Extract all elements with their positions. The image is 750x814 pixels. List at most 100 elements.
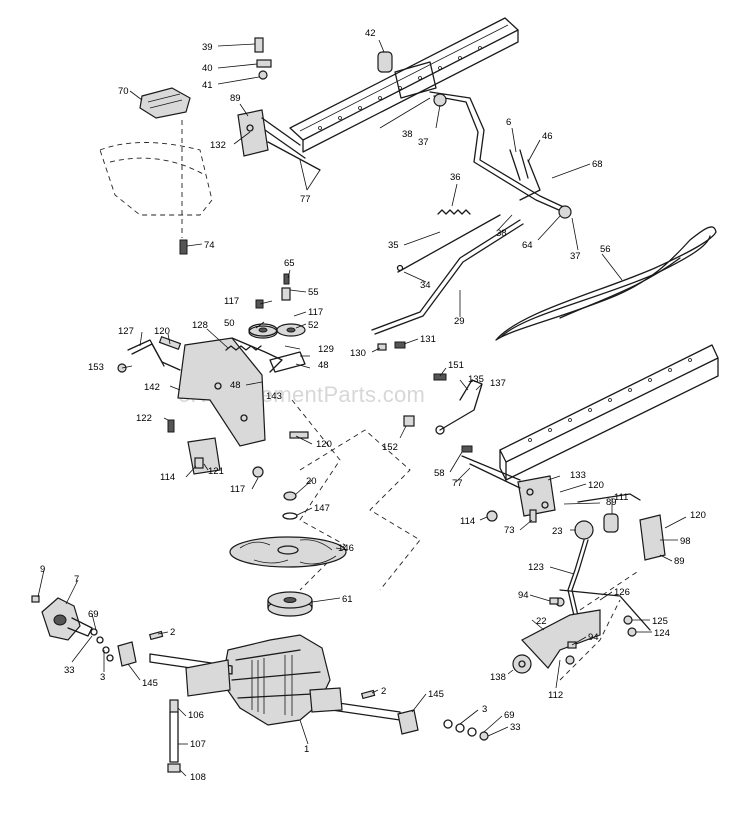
- callout: 2: [381, 686, 386, 697]
- cooling-fan-146: [229, 536, 347, 568]
- axle-washers-right: [443, 719, 489, 741]
- callout: 6: [506, 117, 511, 128]
- callout: 145: [428, 689, 444, 700]
- callout: 127: [118, 326, 134, 337]
- idler-pulley-50: [248, 273, 306, 339]
- callout: 117: [224, 296, 239, 307]
- callout: 142: [144, 382, 160, 393]
- top-frame-rail: [289, 17, 519, 153]
- axle-bracket-145-left: [117, 641, 137, 667]
- wheel-hub-7: [31, 595, 114, 662]
- callout: 114: [160, 472, 175, 483]
- callout: 68: [592, 159, 603, 170]
- brake-pedal-70: [139, 87, 191, 119]
- bracket-89: [237, 109, 321, 171]
- callout: 143: [266, 391, 282, 402]
- spring-36: [437, 209, 471, 215]
- callout: 35: [388, 240, 399, 251]
- callout: 2: [170, 627, 175, 638]
- callout: 89: [230, 93, 241, 104]
- callout: 131: [420, 334, 436, 345]
- key-2-left: [148, 630, 164, 641]
- callout: 153: [88, 362, 104, 373]
- callout: 77: [300, 194, 311, 205]
- bolt-assembly-top: [254, 37, 272, 80]
- callout: 123: [528, 562, 544, 573]
- callout: 120: [316, 439, 332, 450]
- callout: 46: [542, 131, 553, 142]
- callout: 151: [448, 360, 464, 371]
- callout: 146: [338, 543, 354, 554]
- callout: 69: [504, 710, 515, 721]
- bolt-74: [179, 239, 188, 255]
- callout: 107: [190, 739, 206, 750]
- callout: 89: [674, 556, 685, 567]
- callout: 138: [490, 672, 506, 683]
- mount-plate-133: [461, 445, 556, 523]
- callout: 117: [308, 307, 323, 318]
- callout: 114: [460, 516, 475, 527]
- callout: 58: [434, 468, 445, 479]
- callout: 65: [284, 258, 295, 269]
- callout: 147: [314, 503, 330, 514]
- callout: 120: [154, 326, 170, 337]
- callout: 50: [224, 318, 235, 329]
- callout: 69: [88, 609, 99, 620]
- control-rod: [429, 91, 572, 219]
- callout: 94: [518, 590, 529, 601]
- idler-bracket-142: [177, 337, 306, 447]
- callout: 126: [614, 587, 630, 598]
- drive-belt-56: [495, 226, 717, 341]
- callout: 89: [606, 497, 617, 508]
- callout: 111: [614, 492, 628, 503]
- callout: 56: [600, 244, 611, 255]
- callout: 64: [522, 240, 533, 251]
- callout: 132: [210, 140, 226, 151]
- callout: 38: [402, 129, 413, 140]
- callout: 130: [350, 348, 366, 359]
- callout: 41: [202, 80, 213, 91]
- bolt-94-top: [549, 597, 559, 605]
- callout: 73: [504, 525, 515, 536]
- callout: 1: [304, 744, 309, 755]
- callout: 3: [482, 704, 487, 715]
- callout: 40: [202, 63, 213, 74]
- callout: 33: [64, 665, 75, 676]
- callout: 29: [454, 316, 465, 327]
- callout: 48: [318, 360, 329, 371]
- callout: 112: [548, 690, 563, 701]
- key-2-right: [360, 689, 376, 700]
- callout: 42: [365, 28, 376, 39]
- callout: 22: [536, 616, 547, 627]
- callout: 61: [342, 594, 353, 605]
- callout: 70: [118, 86, 129, 97]
- callout: 152: [382, 442, 398, 453]
- callout: 37: [570, 251, 581, 262]
- callout: 120: [588, 480, 604, 491]
- leader-lines: [37, 39, 687, 777]
- callout: 36: [450, 172, 461, 183]
- callout: 77: [452, 478, 463, 489]
- bolts-130-131: [377, 341, 406, 351]
- callout: 137: [490, 378, 506, 389]
- assembly-dashed-lines: [291, 399, 641, 681]
- callout: 108: [190, 772, 206, 783]
- callout: 145: [142, 678, 158, 689]
- callout: 120: [690, 510, 706, 521]
- callout: 122: [136, 413, 152, 424]
- callout: 128: [192, 320, 208, 331]
- callout: 133: [570, 470, 586, 481]
- callout: 20: [306, 476, 317, 487]
- callout: 121: [208, 466, 224, 477]
- callout: 98: [680, 536, 691, 547]
- callout: 55: [308, 287, 319, 298]
- bracket-22: [512, 589, 651, 674]
- transmission-pulley-61: [267, 591, 313, 617]
- callout: 34: [420, 280, 431, 291]
- fender-outline: [99, 120, 213, 238]
- callout: 135: [468, 374, 484, 385]
- rods: [371, 214, 524, 335]
- callout: 106: [188, 710, 204, 721]
- callout: 117: [230, 484, 245, 495]
